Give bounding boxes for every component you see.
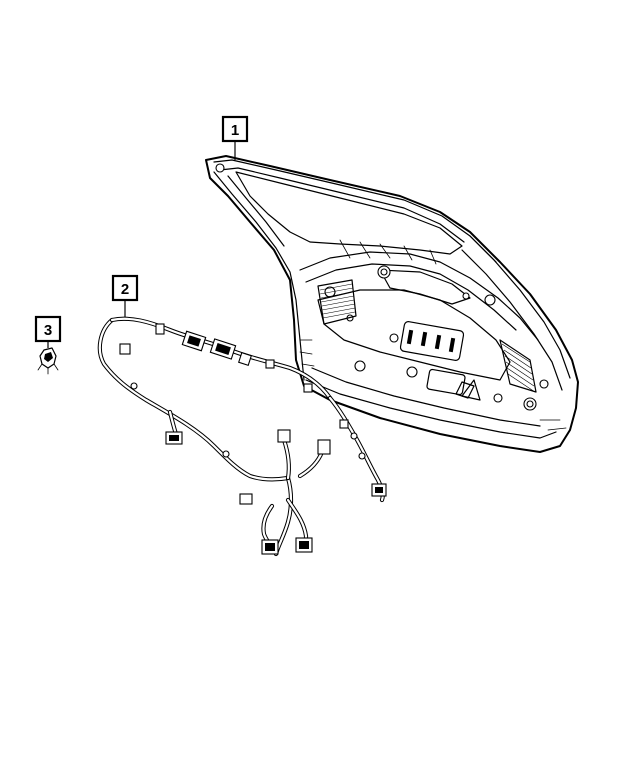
callout-2-label: 2 [121,281,129,298]
wiring-harness-icon[interactable] [97,316,387,557]
liftgate-panel-icon[interactable] [205,155,579,453]
callout-1[interactable]: 1 [221,115,249,160]
callout-2-box [111,274,139,302]
callout-3[interactable]: 3 [34,315,62,348]
connector-clip-icon[interactable] [37,347,59,375]
right-mesh-area [499,339,537,393]
callout-3-label: 3 [44,322,52,339]
left-mesh-area [317,279,357,325]
callout-1-label: 1 [231,122,239,139]
callout-2[interactable]: 2 [111,274,139,318]
